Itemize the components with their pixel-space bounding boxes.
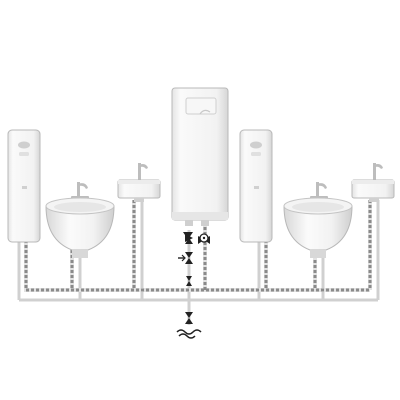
shutoff-valve-upper	[185, 232, 193, 244]
sink-left	[117, 163, 161, 202]
washbasin-right	[283, 182, 353, 258]
heater-display-icon	[18, 141, 30, 149]
water-wave-icon	[176, 329, 202, 339]
display-icon	[199, 109, 211, 115]
water-heater-center	[171, 87, 229, 226]
heater-display-icon	[250, 141, 262, 149]
faucet-icon	[71, 182, 89, 200]
check-valve-icon	[178, 252, 193, 264]
supply-valve	[185, 312, 193, 324]
thermostatic-valve-icon	[198, 233, 210, 244]
faucet-icon	[373, 163, 383, 181]
water-heater-right	[239, 129, 273, 243]
pipe-network	[17, 200, 380, 325]
faucet-icon	[310, 182, 328, 200]
shutoff-valve-lower	[186, 276, 192, 286]
washbasin-left	[45, 182, 115, 258]
cold-water-pipes	[17, 200, 380, 325]
sink-right	[351, 163, 395, 202]
faucet-icon	[138, 163, 148, 181]
water-heater-left	[7, 129, 41, 243]
